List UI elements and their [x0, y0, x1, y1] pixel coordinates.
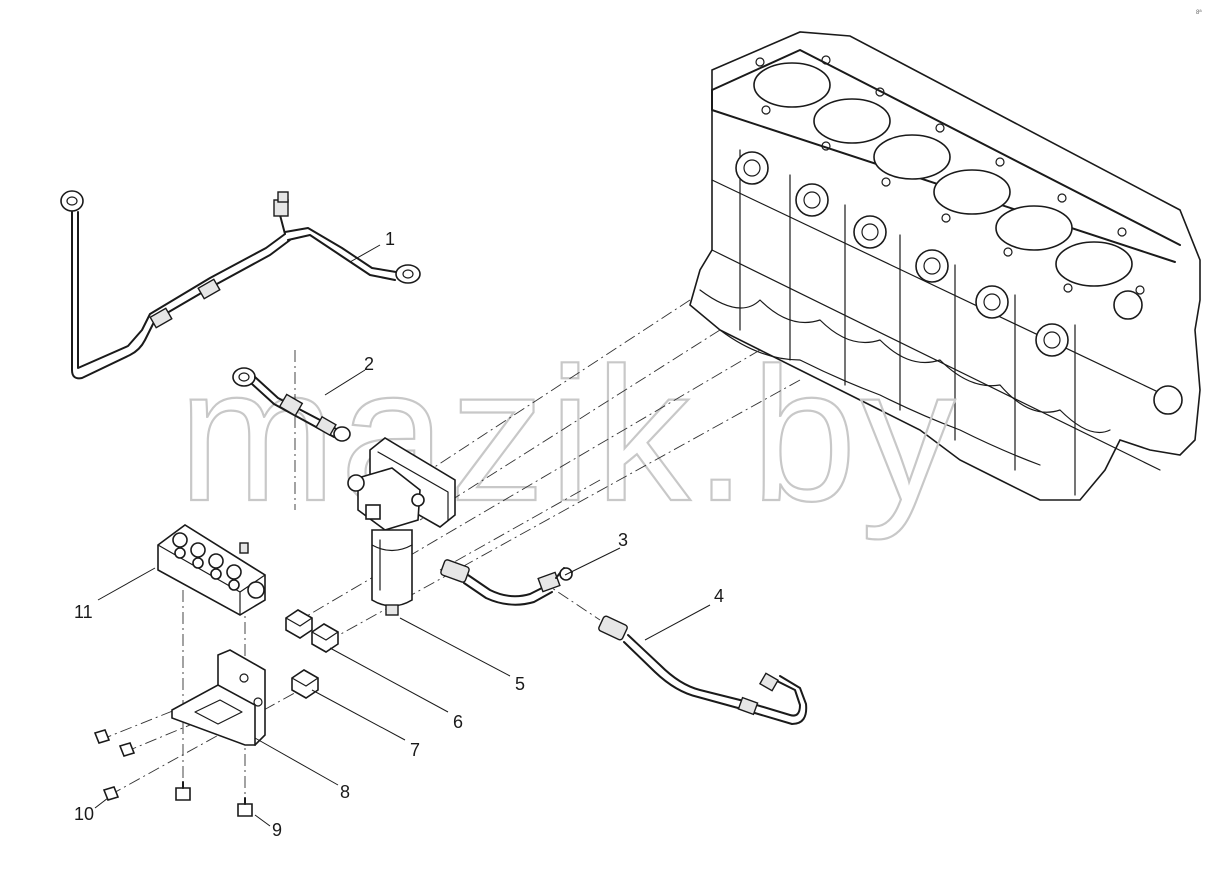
part-2-fuel-pipe[interactable]: [232, 367, 351, 442]
engine-block: [689, 31, 1201, 501]
callout-11: 11: [74, 602, 93, 622]
callout-1: 1: [385, 229, 395, 249]
watermark-text: mazik.by: [178, 329, 960, 541]
part-10-bolts[interactable]: [93, 729, 136, 801]
callout-3: 3: [618, 530, 628, 550]
callout-labels: 1 2 3 4 5 6 7 8 9 10 11: [74, 229, 724, 840]
part-7-adapter[interactable]: [291, 669, 319, 699]
callout-5: 5: [515, 674, 525, 694]
callout-8: 8: [340, 782, 350, 802]
part-8-bracket[interactable]: [171, 649, 266, 747]
part-3-hose[interactable]: [440, 559, 573, 606]
callout-9: 9: [272, 820, 282, 840]
callout-6: 6: [453, 712, 463, 732]
part-11-distribution-block[interactable]: [157, 524, 266, 616]
callout-2: 2: [364, 354, 374, 374]
part-1-fuel-pipe[interactable]: [60, 190, 421, 380]
corner-code: 8ª: [1196, 9, 1202, 16]
part-4-pipe[interactable]: [598, 615, 808, 725]
leader-lines: [94, 244, 711, 827]
part-5-fuel-filter[interactable]: [347, 437, 456, 616]
part-6-adapter[interactable]: [285, 609, 339, 653]
callout-10: 10: [74, 804, 94, 824]
callout-7: 7: [410, 740, 420, 760]
callout-4: 4: [714, 586, 724, 606]
part-9-bolts[interactable]: [175, 781, 253, 817]
